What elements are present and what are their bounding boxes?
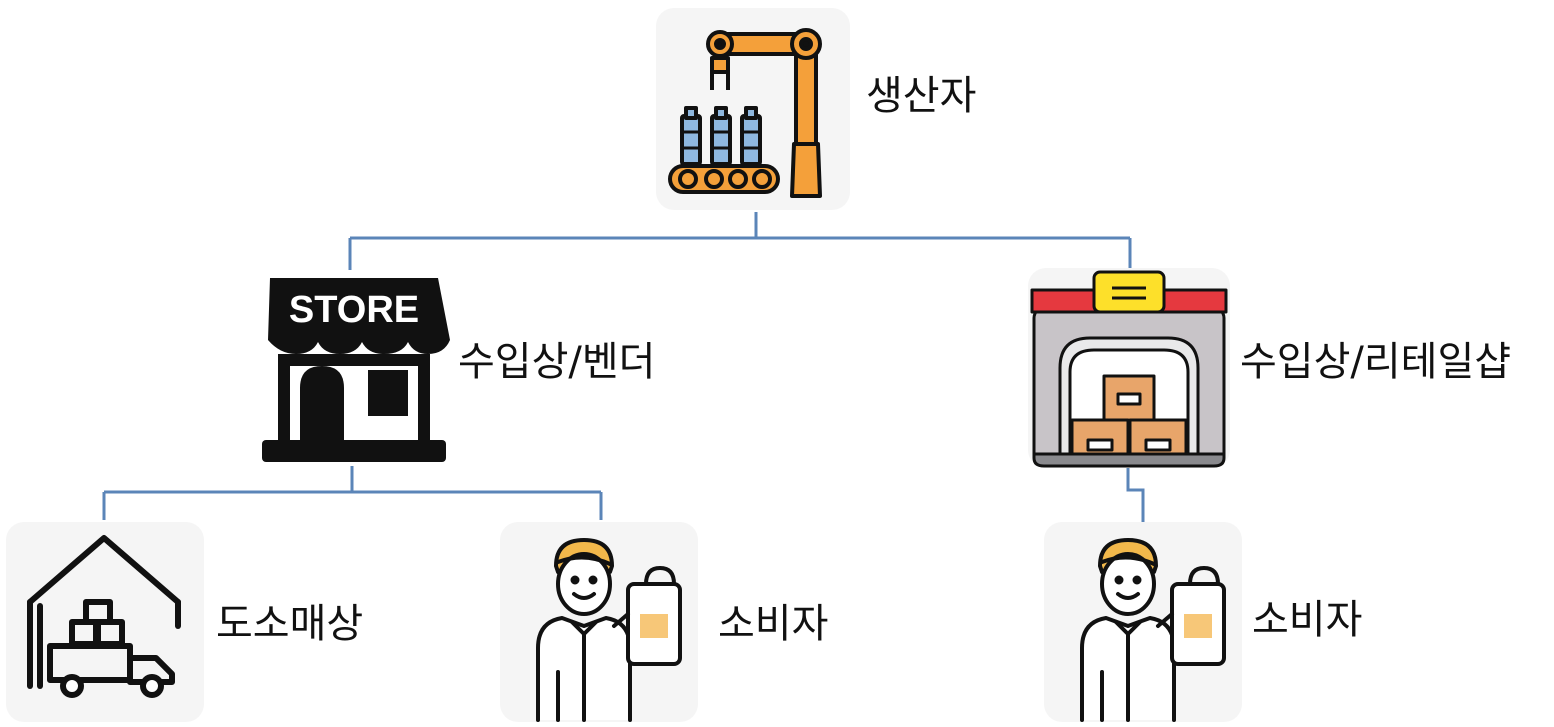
shopper-icon	[1080, 538, 1226, 722]
warehouse-icon	[1030, 270, 1228, 468]
consumer1-tile	[500, 522, 698, 722]
consumer2-label: 소비자	[1252, 597, 1363, 643]
producer-label: 생산자	[866, 73, 977, 119]
connector-retail	[1126, 468, 1145, 522]
vendor-icon-wrap: STORE	[256, 270, 452, 466]
producer-tile	[656, 8, 850, 210]
store-icon: STORE	[262, 278, 450, 462]
shopper-icon	[536, 538, 682, 722]
store-sign-text: STORE	[289, 289, 419, 331]
connector-producer	[348, 212, 1132, 270]
retail-label: 수입상/리테일샵	[1240, 339, 1512, 385]
retail-tile	[1028, 268, 1230, 468]
connector-vendor	[102, 466, 603, 520]
wholesaler-tile	[6, 522, 204, 722]
vendor-label: 수입상/벤더	[458, 339, 656, 385]
consumer2-tile	[1044, 522, 1242, 722]
delivery-truck-warehouse-icon	[27, 535, 181, 698]
robot-arm-icon	[668, 28, 822, 198]
wholesaler-label: 도소매상	[216, 601, 364, 647]
consumer1-label: 소비자	[718, 601, 829, 647]
